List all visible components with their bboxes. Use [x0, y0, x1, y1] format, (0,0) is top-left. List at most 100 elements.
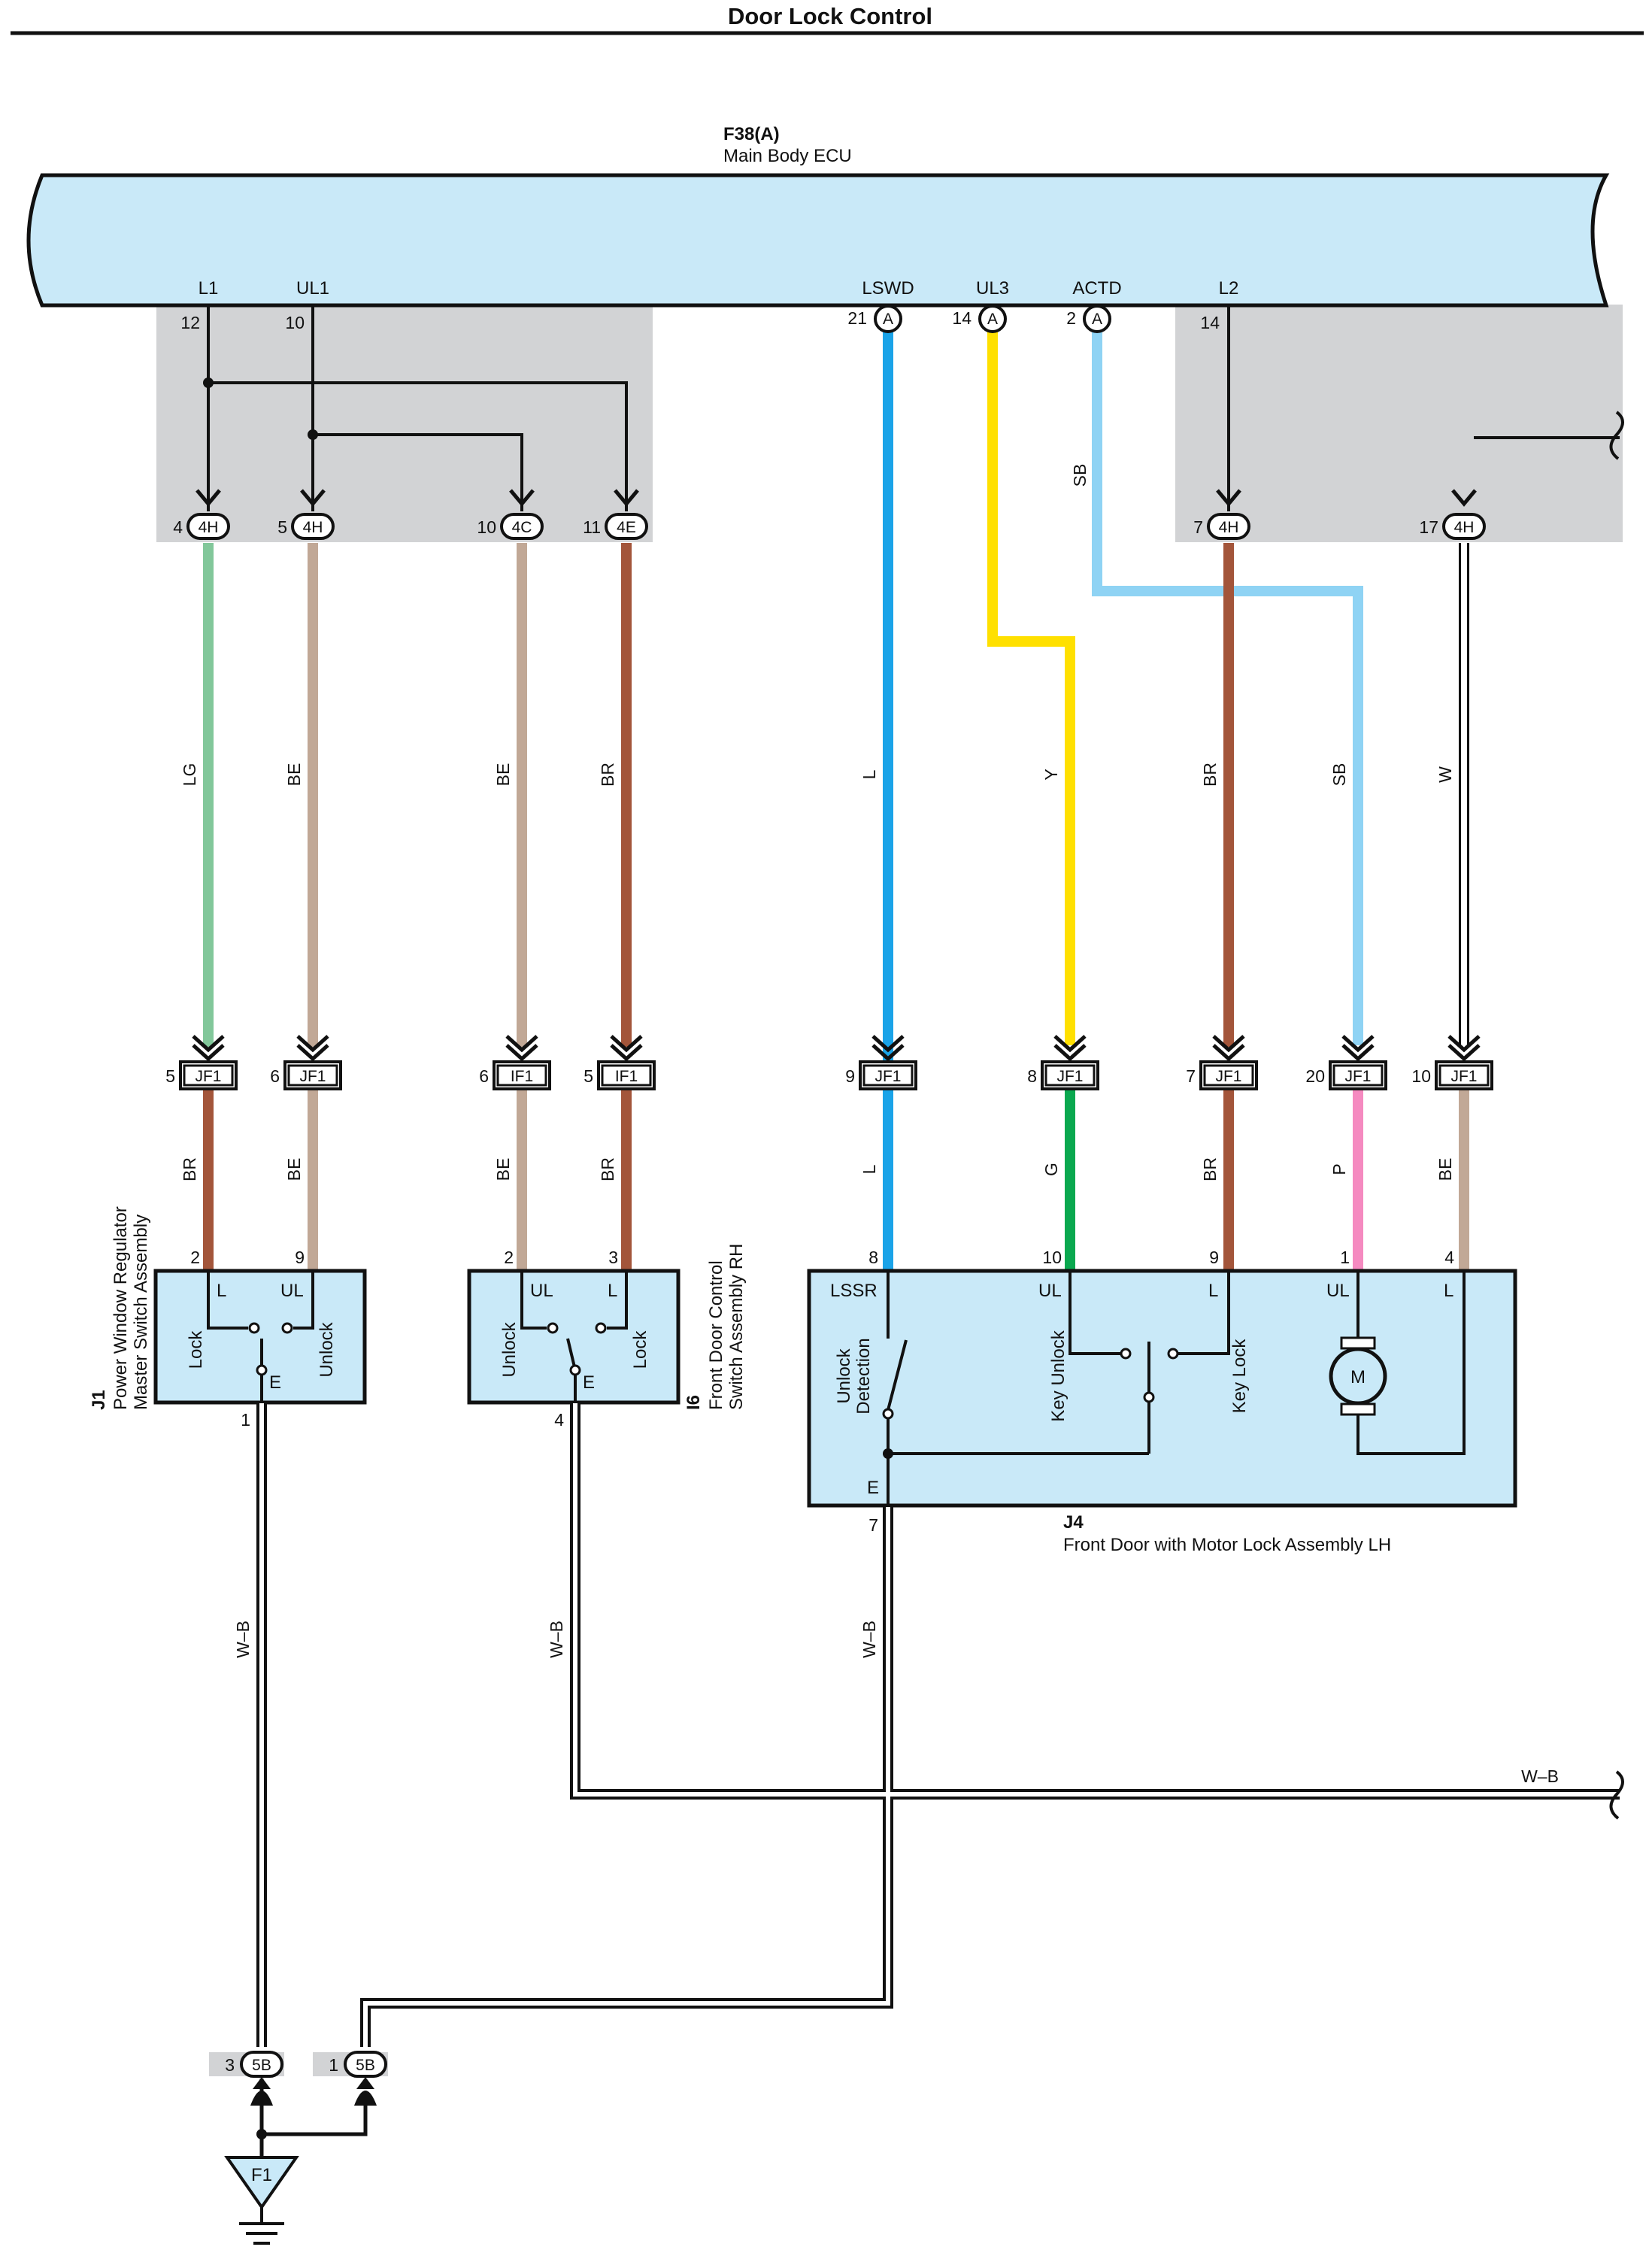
label-l: L — [859, 769, 879, 779]
pin-actd: 2 — [1066, 308, 1076, 328]
j4-pin-9: 9 — [1209, 1248, 1219, 1267]
jpin-1: 5 — [165, 1066, 175, 1086]
j4-l-2: L — [1444, 1281, 1453, 1301]
shade-left — [156, 305, 653, 542]
conn-actd-letter: A — [1092, 311, 1102, 328]
j4-key-lock: Key Lock — [1229, 1339, 1250, 1414]
component-j4: 8 10 9 1 4 LSSR UL L UL L E Unlock Detec… — [807, 1248, 1517, 1555]
jconn-5: JF1 — [874, 1068, 901, 1085]
motor-label: M — [1350, 1367, 1366, 1387]
label-lower-g: G — [1041, 1163, 1061, 1176]
ground-point-f1: F1 — [224, 2156, 299, 2245]
j1-pin-1: 1 — [241, 1410, 250, 1430]
jpin-6: 8 — [1027, 1066, 1037, 1086]
pin-ul1: 10 — [285, 313, 305, 332]
j1-name-1: Power Window Regulator — [111, 1206, 131, 1410]
terminal-actd: ACTD — [1072, 278, 1121, 299]
j4-key-unlock: Key Unlock — [1048, 1330, 1068, 1421]
j4-name: Front Door with Motor Lock Assembly LH — [1063, 1535, 1391, 1555]
ecu-terminals: L1 UL1 LSWD UL3 ACTD L2 12 10 21 14 2 14 — [180, 278, 1238, 332]
jconn-1: JF1 — [195, 1068, 221, 1085]
label-lower-l: L — [859, 1164, 879, 1174]
j4-ul-1: UL — [1038, 1281, 1062, 1301]
label-lower-br-1: BR — [180, 1157, 199, 1181]
label-br-2: BR — [1200, 763, 1220, 787]
label-be-2: BE — [493, 763, 513, 787]
j1-e: E — [269, 1372, 281, 1393]
jpin-9: 10 — [1411, 1066, 1431, 1086]
ecu-code: F38(A) — [723, 124, 780, 144]
jpin-2: 6 — [270, 1066, 280, 1086]
j4-pin-8: 8 — [868, 1248, 878, 1267]
ground-label: F1 — [251, 2165, 272, 2185]
junction-connectors: JF1 JF1 IF1 IF1 JF1 JF1 JF1 JF1 JF1 5 6 … — [165, 1035, 1493, 1090]
label-lg: LG — [180, 763, 199, 787]
i6-name-2: Switch Assembly RH — [726, 1244, 747, 1410]
conn-4h-1: 4H — [199, 519, 219, 536]
wire-label-sb-upper: SB — [1070, 464, 1090, 487]
j1-pin-2: 2 — [190, 1248, 200, 1267]
label-lower-be-3: BE — [1435, 1158, 1455, 1181]
gconn-2: 5B — [356, 2057, 375, 2074]
pin-4h-1: 4 — [173, 517, 183, 537]
j1-unlock: Unlock — [317, 1321, 337, 1377]
wb-label-3: W–B — [859, 1621, 879, 1658]
i6-pin-2: 2 — [504, 1248, 514, 1267]
j4-code: J4 — [1063, 1512, 1084, 1533]
terminal-ul1: UL1 — [296, 278, 329, 299]
jconn-4: IF1 — [615, 1068, 638, 1085]
gpin-1: 3 — [225, 2055, 235, 2075]
i6-pin-4: 4 — [554, 1410, 564, 1430]
conn-4c: 4C — [512, 519, 532, 536]
jpin-3: 6 — [479, 1066, 489, 1086]
label-y: Y — [1041, 769, 1061, 780]
pin-4h-2: 5 — [277, 517, 287, 537]
upper-wire-labels: LG BE BE BR L Y BR SB W — [180, 763, 1455, 787]
label-be-1: BE — [284, 763, 304, 787]
j4-l-1: L — [1208, 1281, 1218, 1301]
j4-unlock-1: Unlock — [834, 1348, 854, 1403]
ecu-a-connectors: A A A — [874, 305, 1111, 333]
pin-4h-3: 7 — [1193, 517, 1203, 537]
j1-code: J1 — [89, 1390, 109, 1410]
motor-symbol: M — [1329, 1336, 1387, 1416]
i6-e: E — [583, 1372, 595, 1393]
wb-label-1: W–B — [233, 1621, 253, 1658]
jconn-8: JF1 — [1344, 1068, 1371, 1085]
ecu-name: Main Body ECU — [723, 146, 852, 166]
j4-e: E — [867, 1478, 879, 1498]
label-lower-be-1: BE — [284, 1158, 304, 1181]
shade-right — [1175, 305, 1623, 542]
label-br-1: BR — [598, 763, 617, 787]
pin-ul3: 14 — [952, 308, 971, 328]
j4-pin-1: 1 — [1340, 1248, 1350, 1267]
pin-l2: 14 — [1200, 313, 1220, 332]
label-w: W — [1435, 766, 1455, 783]
splice-ul1 — [308, 429, 318, 440]
diagram-title: Door Lock Control — [728, 3, 932, 29]
jconn-7: JF1 — [1215, 1068, 1241, 1085]
component-j1: 2 9 L UL E Lock Unlock 1 J1 Power Window… — [89, 1206, 367, 1430]
i6-code: I6 — [684, 1395, 704, 1410]
main-body-ecu — [26, 173, 1610, 308]
conn-ul3-letter: A — [987, 311, 998, 328]
wb-label-2: W–B — [547, 1621, 566, 1658]
label-sb: SB — [1329, 763, 1349, 787]
terminal-l2: L2 — [1219, 278, 1239, 299]
jpin-5: 9 — [845, 1066, 855, 1086]
pin-lswd: 21 — [847, 308, 867, 328]
j1-lock: Lock — [186, 1330, 206, 1369]
terminal-l1: L1 — [199, 278, 219, 299]
j4-ul-2: UL — [1326, 1281, 1350, 1301]
jpin-8: 20 — [1305, 1066, 1325, 1086]
gconn-1: 5B — [252, 2057, 271, 2074]
pin-4c: 10 — [477, 517, 496, 537]
conn-4e: 4E — [617, 519, 636, 536]
break-mark-upper — [1609, 411, 1624, 460]
i6-lock: Lock — [630, 1330, 650, 1369]
jconn-9: JF1 — [1450, 1068, 1477, 1085]
pin-l1: 12 — [180, 313, 200, 332]
break-mark-lower — [1609, 1770, 1624, 1820]
i6-pin-3: 3 — [608, 1248, 618, 1267]
jconn-6: JF1 — [1056, 1068, 1083, 1085]
